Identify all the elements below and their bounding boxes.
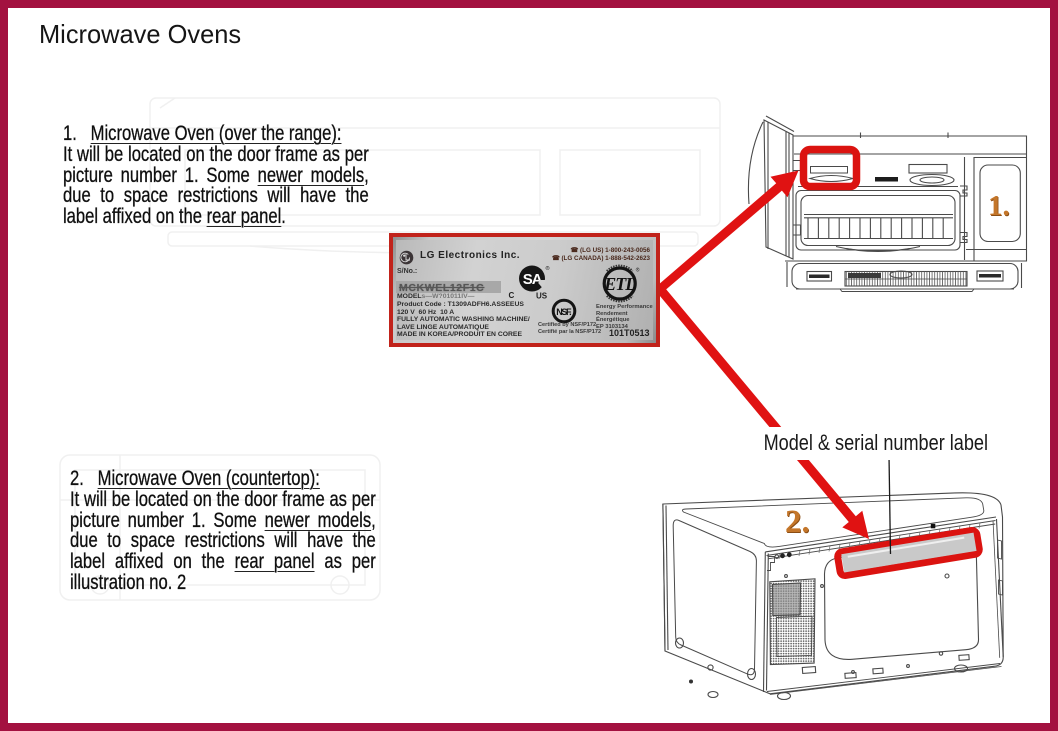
svg-text:ETL: ETL: [603, 274, 636, 294]
svg-text:US: US: [536, 292, 548, 301]
svg-text:NSF.: NSF.: [556, 307, 572, 317]
svg-text:®: ®: [546, 265, 550, 272]
svg-text:SA: SA: [523, 271, 543, 288]
svg-text:C: C: [509, 291, 515, 300]
svg-text:®: ®: [636, 267, 640, 274]
